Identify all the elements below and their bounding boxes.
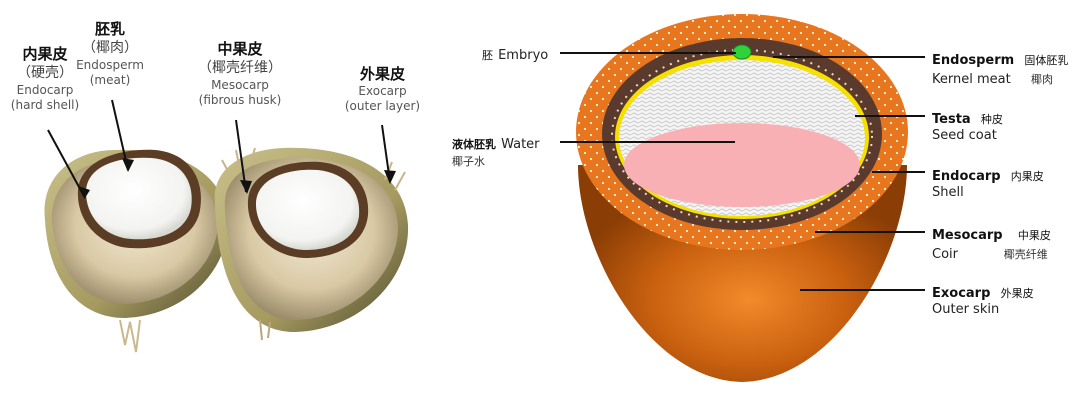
left-mesocarp-label: 中果皮 （椰壳纤维） Mesocarp (fibrous husk) bbox=[198, 40, 282, 107]
coconut-photo bbox=[44, 99, 409, 353]
endosperm-pointer bbox=[111, 99, 129, 171]
left-endosperm-label: 胚乳 （椰肉） Endosperm (meat) bbox=[76, 20, 144, 87]
left-exocarp-label: 外果皮 Exocarp (outer layer) bbox=[344, 65, 421, 113]
exocarp-label-r: Exocarp 外果皮 Outer skin bbox=[932, 286, 1034, 317]
coconut-water bbox=[624, 123, 860, 207]
left-meat bbox=[85, 157, 192, 240]
mesocarp-pointer bbox=[235, 119, 247, 193]
right-meat bbox=[255, 169, 360, 250]
mesocarp-label-r: Mesocarp 中果皮 Coir 椰壳纤维 bbox=[932, 228, 1051, 262]
left-endocarp-label: 内果皮 （硬壳） Endocarp (hard shell) bbox=[10, 45, 80, 112]
endocarp-label-r: Endocarp 内果皮 Shell bbox=[932, 169, 1044, 200]
testa-label: Testa 种皮 Seed coat bbox=[932, 112, 1003, 143]
left-coconut-half bbox=[44, 149, 229, 353]
endosperm-label-r: Endosperm 固体胚乳 Kernel meat 椰肉 bbox=[932, 53, 1069, 87]
right-coconut-half bbox=[214, 147, 409, 341]
embryo-label: 胚 Embryo bbox=[482, 48, 549, 63]
water-label: 液体胚乳 Water 椰子水 bbox=[452, 137, 540, 168]
